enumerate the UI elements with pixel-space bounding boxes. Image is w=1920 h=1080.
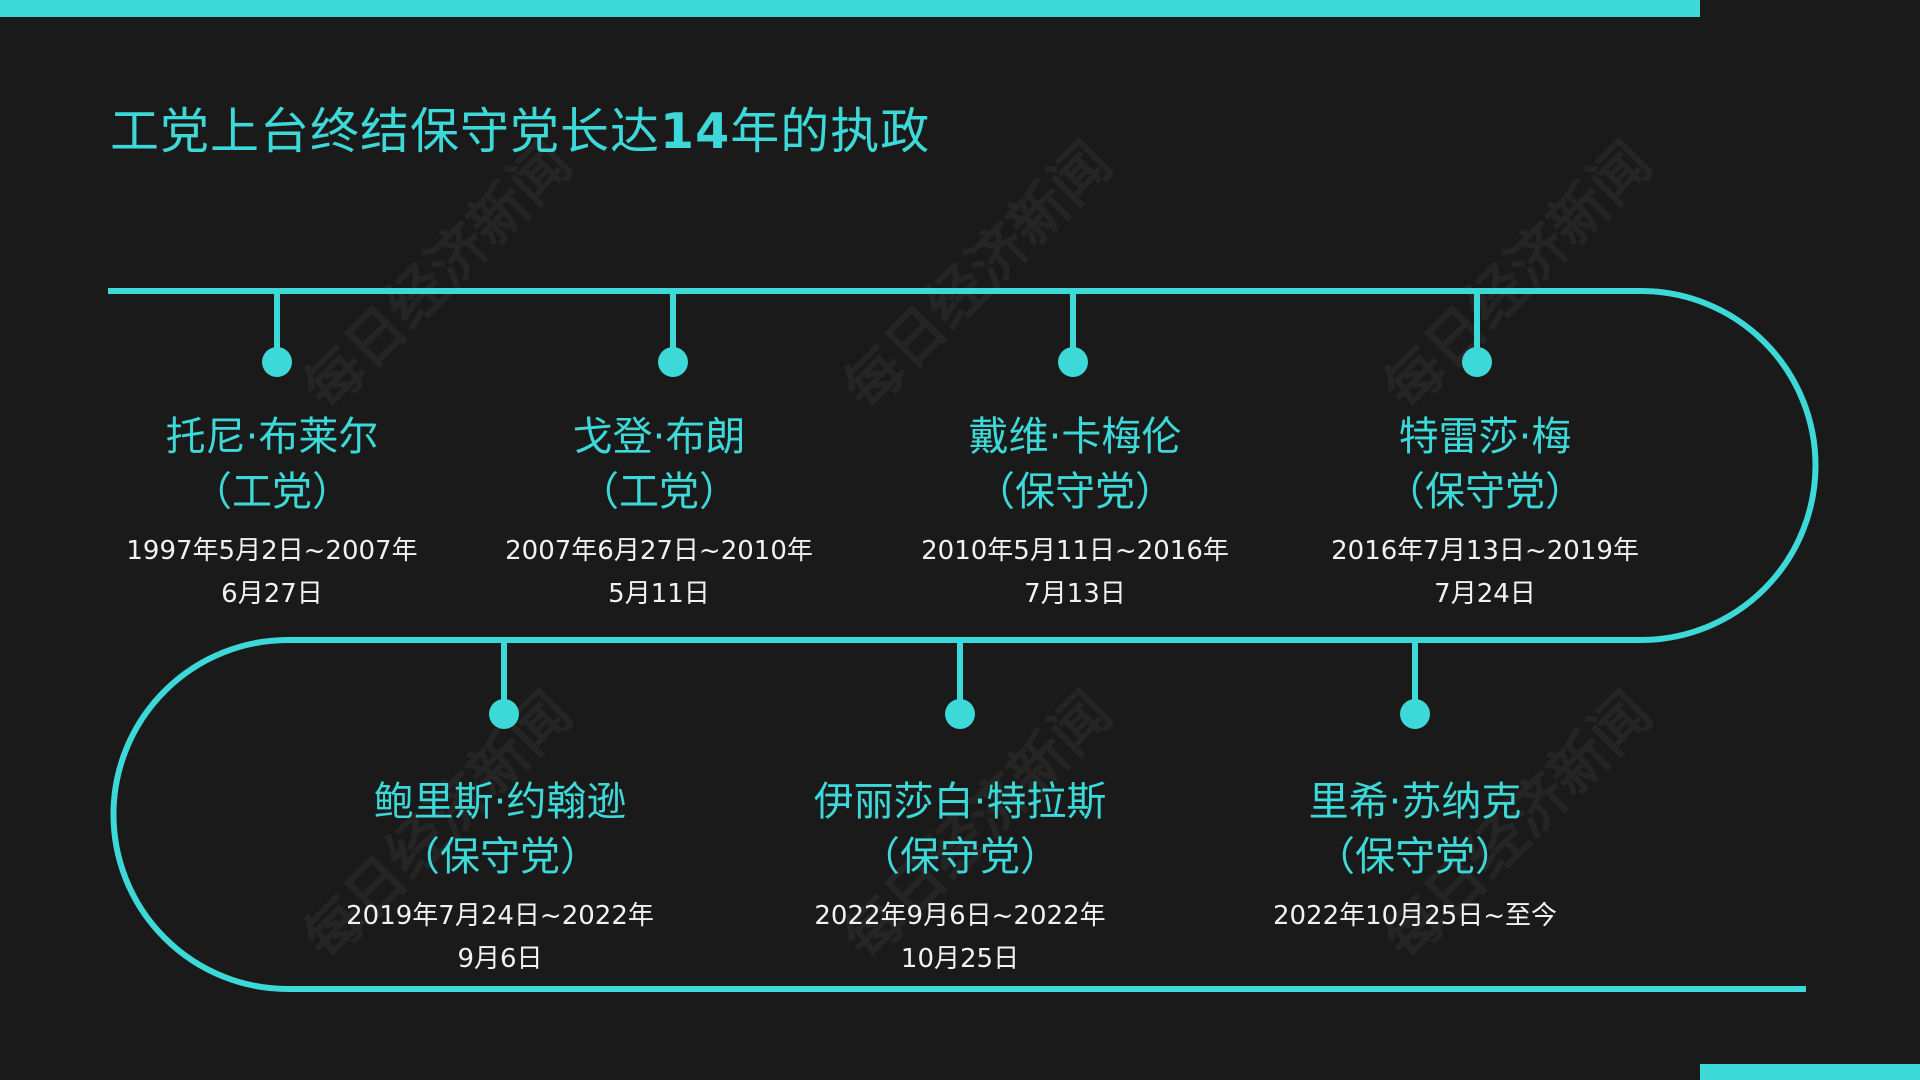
- term-dates-line1: 2022年9月6日~2022年: [814, 901, 1106, 931]
- term-dates-line2: 6月27日: [221, 579, 323, 609]
- timeline-dot: [262, 347, 292, 377]
- pm-name: 里希·苏纳克: [1308, 779, 1522, 825]
- timeline-dot: [1400, 699, 1430, 729]
- pm-name: 戈登·布朗: [572, 414, 746, 460]
- term-dates-line1: 2019年7月24日~2022年: [346, 901, 654, 931]
- timeline-entry: 戴维·卡梅伦 （保守党） 2010年5月11日~2016年 7月13日: [865, 410, 1285, 616]
- timeline-path: [108, 288, 1819, 992]
- pm-term-dates: 1997年5月2日~2007年 6月27日: [62, 530, 482, 616]
- title-number: 14: [660, 103, 731, 160]
- timeline-dot: [658, 347, 688, 377]
- pm-name: 鲍里斯·约翰逊: [373, 779, 627, 825]
- pm-name: 伊丽莎白·特拉斯: [813, 779, 1107, 825]
- pm-term-dates: 2007年6月27日~2010年 5月11日: [449, 530, 869, 616]
- term-dates-line1: 2022年10月25日~至今: [1272, 901, 1558, 931]
- pm-term-dates: 2016年7月13日~2019年 7月24日: [1275, 530, 1695, 616]
- timeline-dot: [945, 699, 975, 729]
- term-dates-line2: 7月24日: [1434, 579, 1536, 609]
- top-accent-bar: [0, 0, 1700, 17]
- pm-term-dates: 2022年9月6日~2022年 10月25日: [750, 895, 1170, 981]
- pm-name: 戴维·卡梅伦: [968, 414, 1182, 460]
- pm-party: （工党）: [579, 469, 739, 515]
- term-dates-line1: 2010年5月11日~2016年: [921, 536, 1229, 566]
- pm-party: （保守党）: [1315, 834, 1515, 880]
- pm-name: 特雷莎·梅: [1398, 414, 1572, 460]
- pm-party: （保守党）: [975, 469, 1175, 515]
- timeline-dot: [1058, 347, 1088, 377]
- pm-party: （保守党）: [1385, 469, 1585, 515]
- timeline-entry: 戈登·布朗 （工党） 2007年6月27日~2010年 5月11日: [449, 410, 869, 616]
- term-dates-line1: 2007年6月27日~2010年: [505, 536, 813, 566]
- timeline-dot: [1462, 347, 1492, 377]
- bottom-accent-bar: [1700, 1064, 1920, 1080]
- timeline-dot: [489, 699, 519, 729]
- title-text: 年的执政: [730, 103, 931, 160]
- timeline-entry: 伊丽莎白·特拉斯 （保守党） 2022年9月6日~2022年 10月25日: [750, 775, 1170, 981]
- term-dates-line2: 9月6日: [457, 944, 543, 974]
- timeline-entry: 鲍里斯·约翰逊 （保守党） 2019年7月24日~2022年 9月6日: [290, 775, 710, 981]
- pm-party: （保守党）: [400, 834, 600, 880]
- timeline-entry: 特雷莎·梅 （保守党） 2016年7月13日~2019年 7月24日: [1275, 410, 1695, 616]
- term-dates-line1: 2016年7月13日~2019年: [1331, 536, 1639, 566]
- pm-party: （保守党）: [860, 834, 1060, 880]
- pm-party: （工党）: [192, 469, 352, 515]
- pm-term-dates: 2010年5月11日~2016年 7月13日: [865, 530, 1285, 616]
- title-text: 工党上台终结保守党长达: [110, 103, 661, 160]
- term-dates-line2: 7月13日: [1024, 579, 1126, 609]
- pm-term-dates: 2022年10月25日~至今: [1205, 895, 1625, 938]
- pm-term-dates: 2019年7月24日~2022年 9月6日: [290, 895, 710, 981]
- page-title: 工党上台终结保守党长达14年的执政: [110, 92, 930, 163]
- term-dates-line2: 10月25日: [900, 944, 1020, 974]
- term-dates-line1: 1997年5月2日~2007年: [126, 536, 418, 566]
- pm-name: 托尼·布莱尔: [165, 414, 379, 460]
- timeline-entry: 托尼·布莱尔 （工党） 1997年5月2日~2007年 6月27日: [62, 410, 482, 616]
- term-dates-line2: 5月11日: [608, 579, 710, 609]
- timeline-entry: 里希·苏纳克 （保守党） 2022年10月25日~至今: [1205, 775, 1625, 938]
